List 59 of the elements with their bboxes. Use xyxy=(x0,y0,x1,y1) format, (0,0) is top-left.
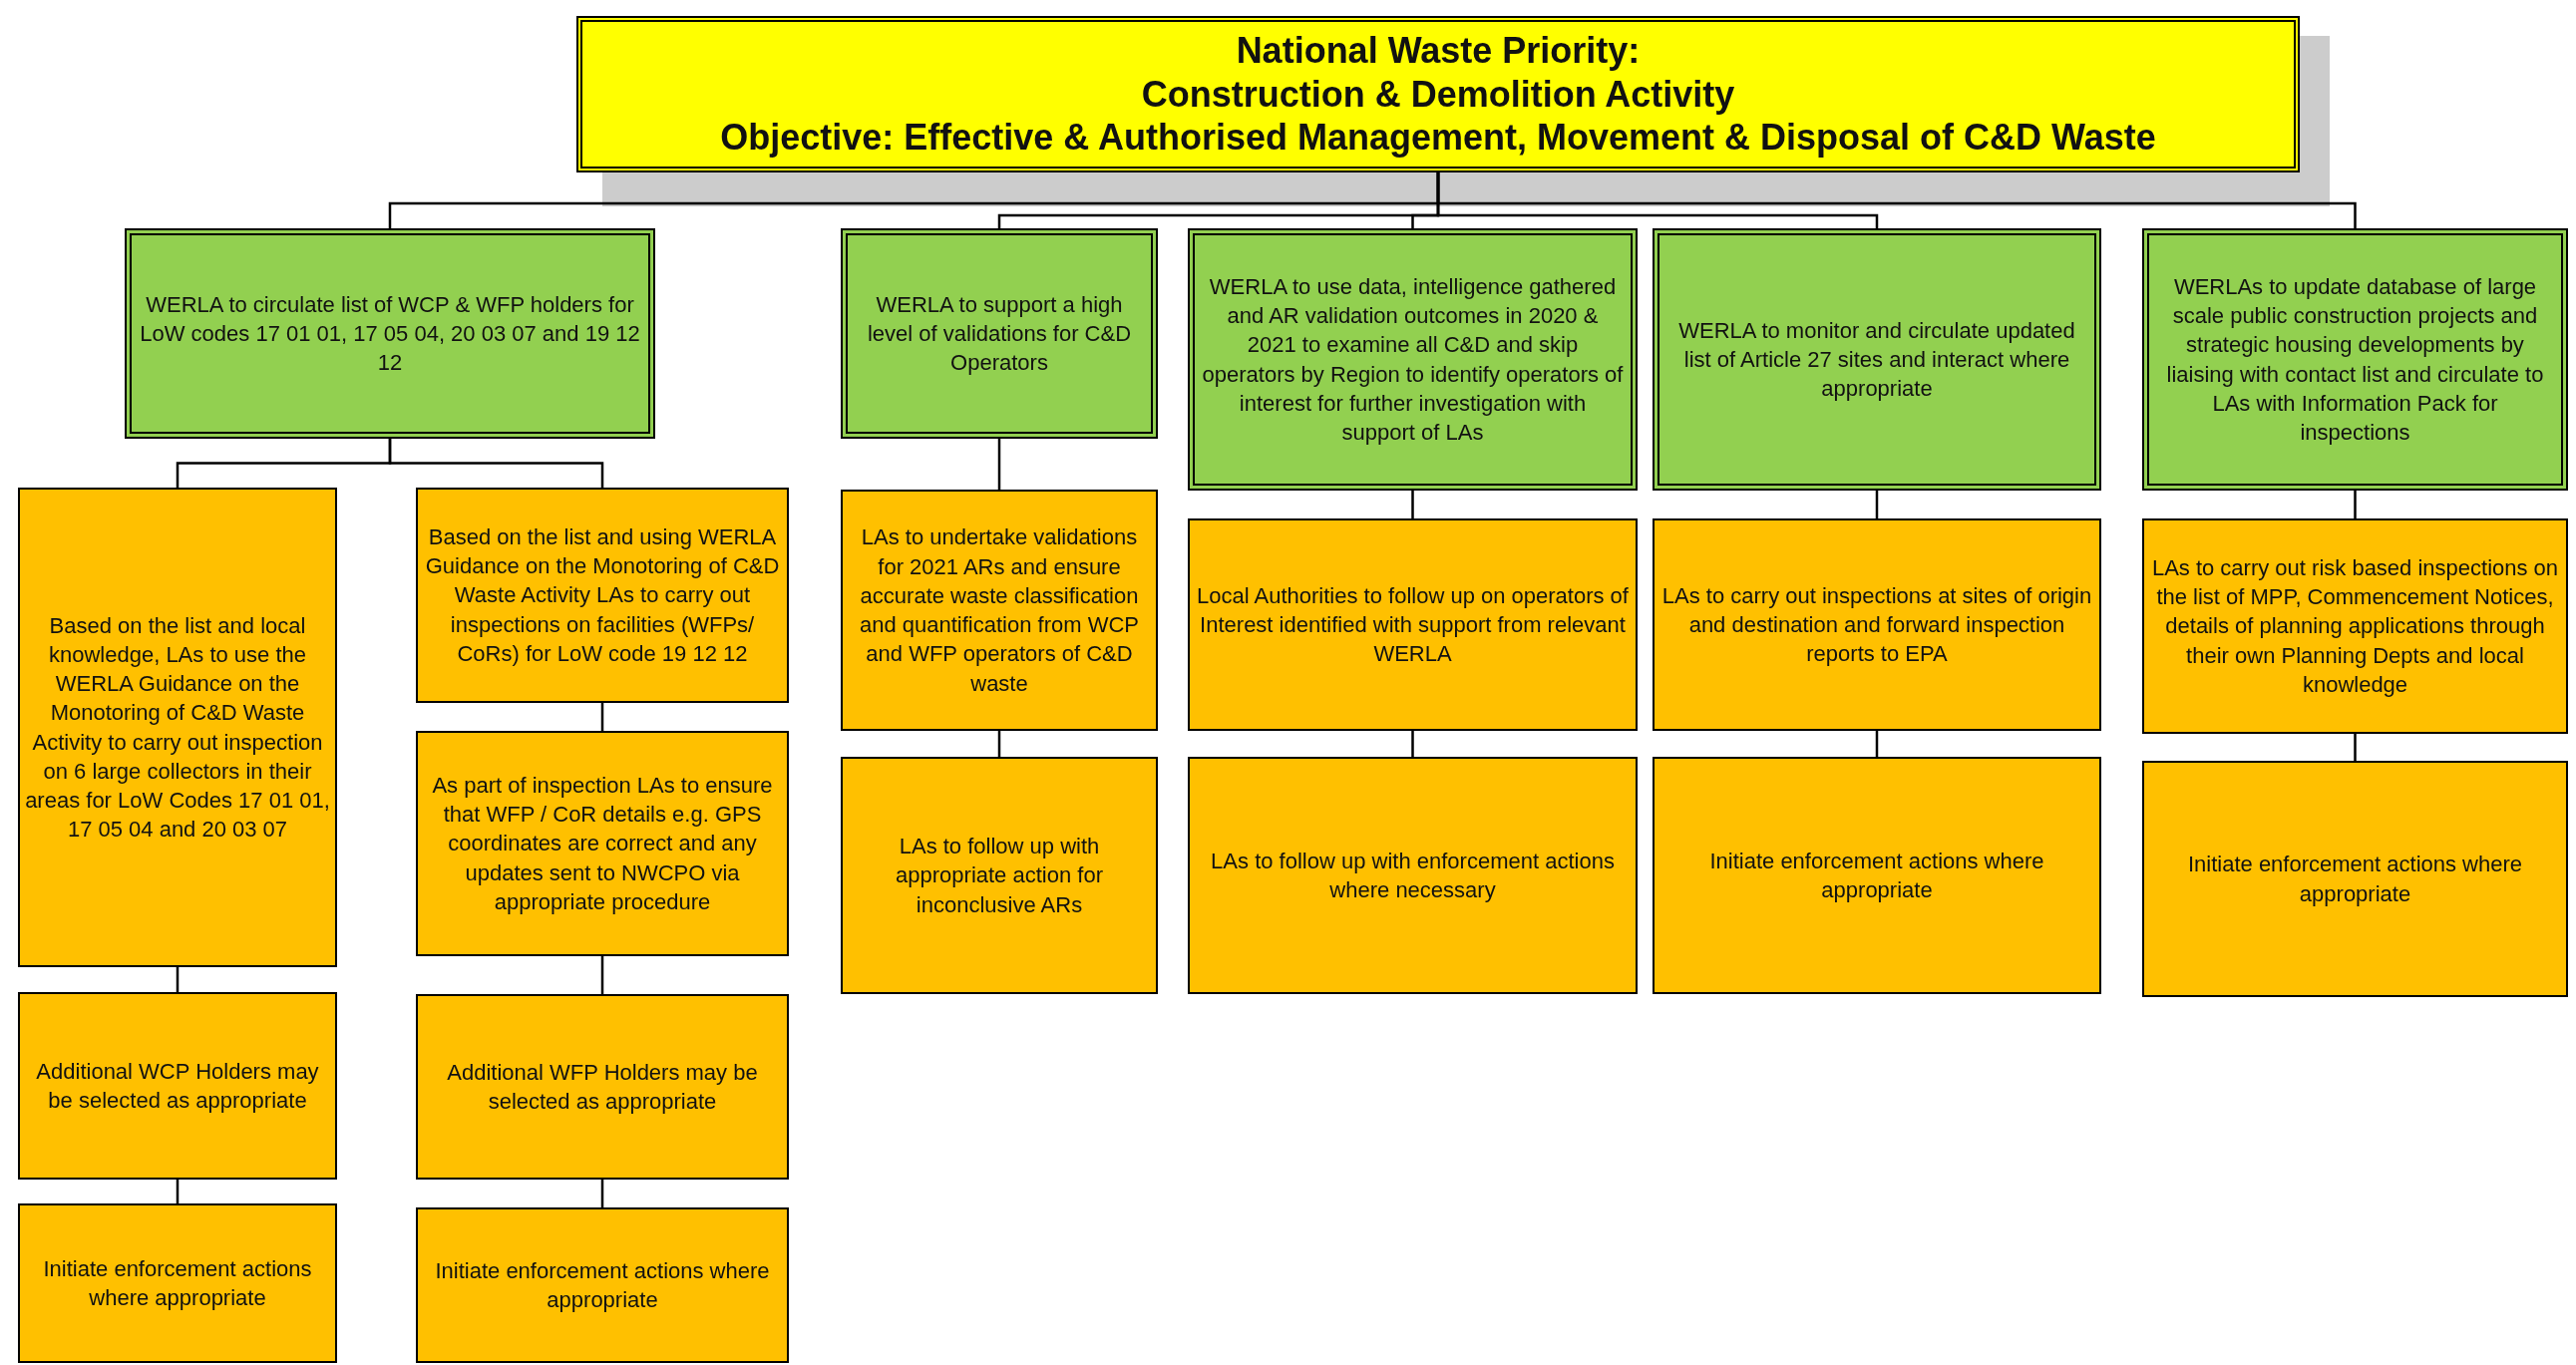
connector-line xyxy=(600,956,604,994)
connector-line xyxy=(1436,172,2357,228)
connector-line xyxy=(600,703,604,731)
action-box xyxy=(2142,228,2568,491)
box-text: LAs to follow up with appropriate action for inconclusive ARs xyxy=(895,833,1104,919)
box-text: LAs to carry out risk based inspections on the list of MPP, Commencement Notices, details of planning applications through their own Planning Depts and local knowledge xyxy=(2150,553,2560,699)
connector-line xyxy=(600,1180,604,1207)
box-text: As part of inspection LAs to ensure that WFP / CoR details e.g. GPS coordinates are correct and any updates sent to NWCPO via appropriate procedure xyxy=(431,771,774,916)
connector-line xyxy=(1411,491,1414,518)
task-box xyxy=(416,994,789,1180)
action-box xyxy=(125,228,655,439)
title-text: Construction & Demolition Activity xyxy=(1141,72,1735,117)
action-box xyxy=(1653,228,2101,491)
title-box xyxy=(576,16,2300,172)
task-box xyxy=(416,731,789,956)
box-text: Based on the list and local knowledge, LAs to use the WERLA Guidance on the Monotoring of C&D Waste Activity to carry out inspection on 6 large collectors in their areas for LoW Codes 17 01 01, 17 05 04 and 20 03 07 xyxy=(25,611,330,845)
task-box xyxy=(18,992,337,1180)
task-box xyxy=(2142,518,2568,734)
connector-line xyxy=(2354,491,2357,518)
box-text: LAs to follow up with enforcement actions where necessary xyxy=(1210,847,1616,904)
box-text: Initiate enforcement actions where appropriate xyxy=(434,1256,771,1314)
connector-line xyxy=(1875,491,1879,518)
action-box xyxy=(841,228,1158,439)
connector-line xyxy=(1875,731,1879,757)
task-box xyxy=(2142,761,2568,997)
box-text: WERLA to support a high level of validations for C&D Operators xyxy=(866,290,1133,378)
connector-line xyxy=(176,1180,180,1203)
box-text: Based on the list and using WERLA Guidance on the Monotoring of C&D Waste Activity LAs to carry out inspections on facilities (WFPs/ CoRs) for LoW code 19 12 12 xyxy=(424,522,781,668)
task-box xyxy=(1188,518,1638,731)
box-text: Local Authorities to follow up on operators of Interest identified with support from relevant WERLA xyxy=(1196,581,1630,669)
connector-line xyxy=(997,731,1001,757)
box-text: WERLA to monitor and circulate updated list of Article 27 sites and interact where appropriate xyxy=(1677,316,2076,404)
box-text: Additional WFP Holders may be selected as appropriate xyxy=(446,1058,759,1116)
box-text: WERLA to use data, intelligence gathered and AR validation outcomes in 2020 & 2021 to examine all C&D and skip operators by Region to identify operators of interest for further investigation with support of LAs xyxy=(1201,272,1625,447)
task-box xyxy=(416,1207,789,1363)
task-box xyxy=(416,488,789,703)
task-box xyxy=(1188,757,1638,994)
connector-line xyxy=(997,439,1001,490)
box-text: LAs to undertake validations for 2021 ARs and ensure accurate waste classification and quantification from WCP and WFP operators of C&D waste xyxy=(859,523,1140,698)
task-box xyxy=(1653,518,2101,731)
box-text: Initiate enforcement actions where appropriate xyxy=(42,1254,313,1312)
connector-line xyxy=(388,439,604,488)
box-text: Additional WCP Holders may be selected as appropriate xyxy=(35,1057,320,1115)
box-text: LAs to carry out inspections at sites of origin and destination and forward inspection reports to EPA xyxy=(1660,581,2093,669)
box-text: Initiate enforcement actions where appropriate xyxy=(1708,847,2045,904)
connector-line xyxy=(2354,734,2357,761)
task-box xyxy=(18,488,337,967)
box-text: Initiate enforcement actions where appropriate xyxy=(2186,851,2524,908)
action-box xyxy=(1188,228,1638,491)
connector-line xyxy=(1411,731,1414,757)
box-text: WERLA to circulate list of WCP & WFP holders for LoW codes 17 01 01, 17 05 04, 20 03 07 and 19 12 12 xyxy=(139,290,641,378)
task-box xyxy=(841,490,1158,731)
task-box xyxy=(1653,757,2101,994)
task-box xyxy=(841,757,1158,994)
task-box xyxy=(18,1203,337,1363)
connector-line xyxy=(176,967,180,992)
box-text: WERLAs to update database of large scale public construction projects and strategic housing developments by liaising with contact list and circulate to LAs with Information Pack for inspections xyxy=(2165,272,2545,447)
title-text: National Waste Priority: xyxy=(1236,28,1641,73)
title-text: Objective: Effective & Authorised Management, Movement & Disposal of C&D Waste xyxy=(720,116,2156,161)
